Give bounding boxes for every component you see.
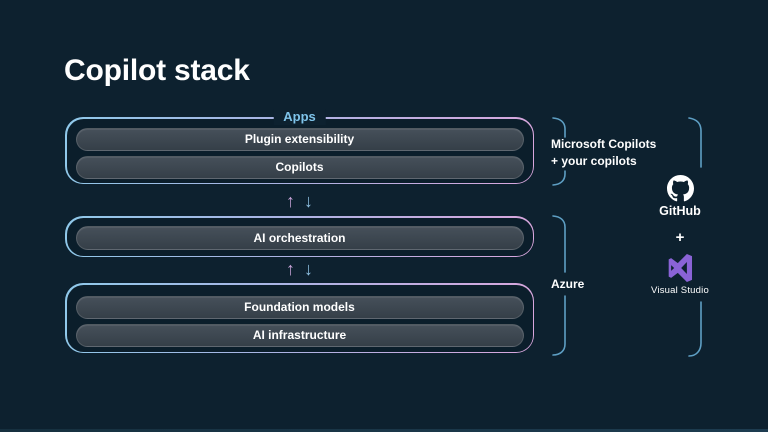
- github-label: GitHub: [659, 204, 701, 218]
- foundation-group-body: Foundation models AI infrastructure: [66, 284, 533, 352]
- copilots-bracket-label-line2: + your copilots: [551, 153, 637, 168]
- apps-group: Apps Plugin extensibility Copilots: [65, 109, 534, 184]
- foundation-group: Foundation models AI infrastructure: [65, 283, 534, 353]
- azure-bracket-icon: [552, 215, 566, 356]
- tools-column: GitHub + Visual Studio: [630, 175, 730, 296]
- up-arrow-icon: ↑: [285, 259, 295, 279]
- copilots-bracket-label-line1: Microsoft Copilots: [551, 137, 657, 151]
- orchestration-group-body: AI orchestration: [66, 217, 533, 256]
- page-title: Copilot stack: [64, 54, 250, 87]
- tools-bracket-icon: [688, 117, 702, 357]
- visual-studio-label: Visual Studio: [651, 285, 709, 296]
- plus-sign: +: [675, 229, 685, 246]
- arrow-row-apps-orchestration: ↑ ↓: [65, 191, 534, 211]
- apps-group-body: Plugin extensibility Copilots: [66, 118, 533, 183]
- github-icon: [666, 175, 694, 202]
- copilots-bracket-icon: [552, 117, 566, 186]
- azure-bracket-label: Azure: [551, 277, 585, 291]
- visual-studio-icon: [668, 254, 693, 282]
- pill-foundation-models: Foundation models: [75, 295, 524, 319]
- down-arrow-icon: ↓: [304, 259, 313, 279]
- down-arrow-icon: ↓: [304, 191, 313, 211]
- pill-copilots: Copilots: [75, 155, 524, 179]
- orchestration-group: AI orchestration: [65, 216, 534, 257]
- arrow-row-orchestration-foundation: ↑ ↓: [65, 259, 534, 279]
- pill-ai-orchestration: AI orchestration: [75, 225, 524, 250]
- copilots-bracket-label: Microsoft Copilots + your copilots: [551, 136, 656, 169]
- up-arrow-icon: ↑: [285, 191, 295, 211]
- pill-plugin-extensibility: Plugin extensibility: [75, 127, 524, 151]
- bottom-accent-bar: [0, 429, 768, 432]
- pill-ai-infrastructure: AI infrastructure: [75, 323, 524, 347]
- apps-group-label: Apps: [273, 109, 326, 125]
